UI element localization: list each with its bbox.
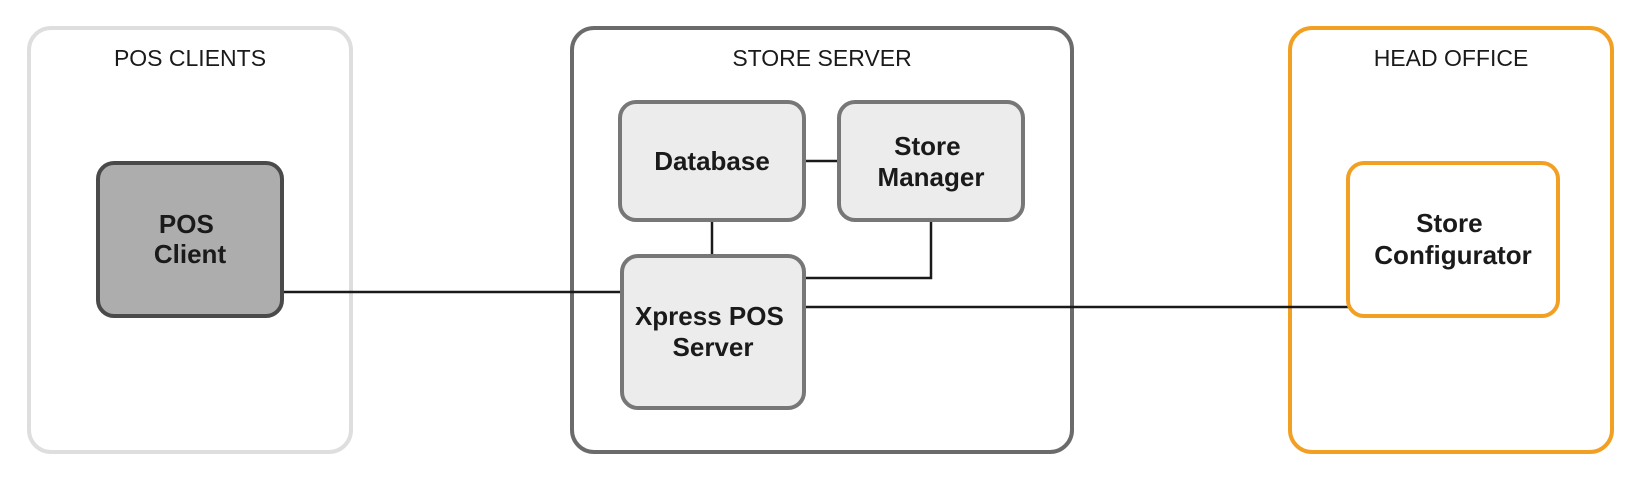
- node-pos-client: POS Client: [96, 161, 284, 318]
- node-store-manager-box: [837, 100, 1025, 222]
- node-xpress-pos-server-label: Xpress POS Server: [635, 301, 791, 362]
- group-store-server-title: STORE SERVER: [732, 45, 911, 71]
- node-database-label: Database: [654, 146, 770, 176]
- node-store-manager: Store Manager: [837, 100, 1025, 222]
- node-store-configurator: Store Configurator: [1346, 161, 1560, 318]
- node-database-box: [618, 100, 806, 222]
- connector-store-manager-xpress-server: [804, 220, 933, 280]
- node-store-manager-label: Store Manager: [878, 131, 985, 192]
- node-pos-client-box: [96, 161, 284, 318]
- node-database: Database: [618, 100, 806, 222]
- node-xpress-pos-server: Xpress POS Server: [620, 254, 806, 410]
- node-store-configurator-box: [1346, 161, 1560, 318]
- group-pos-clients-title: POS CLIENTS: [114, 45, 266, 71]
- node-xpress-pos-server-box: [620, 254, 806, 410]
- node-pos-client-label: POS Client: [154, 209, 227, 269]
- connectors: [282, 159, 1348, 309]
- node-store-configurator-label: Store Configurator: [1374, 208, 1531, 270]
- group-head-office-title: HEAD OFFICE: [1374, 45, 1529, 71]
